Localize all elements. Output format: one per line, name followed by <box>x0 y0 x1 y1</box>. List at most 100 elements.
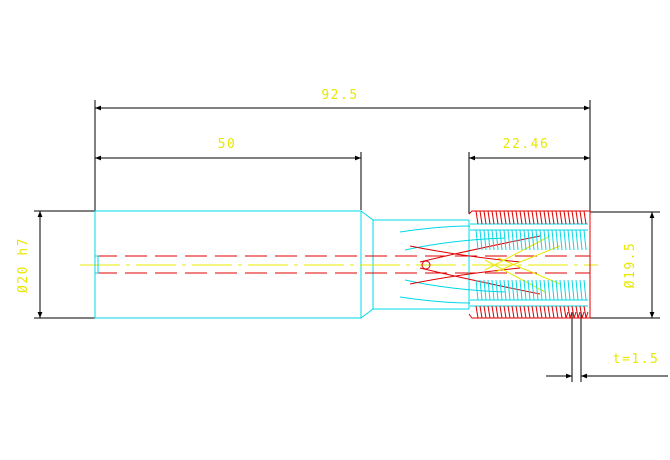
thread-tooth <box>507 229 511 251</box>
thread-tooth <box>511 279 515 301</box>
thread-tooth <box>539 305 543 319</box>
thread-tooth <box>551 305 555 319</box>
thread-tooth <box>491 229 495 251</box>
thread-tooth <box>491 279 495 301</box>
thread-tooth <box>519 210 523 225</box>
thread-tooth <box>535 229 539 251</box>
thread-tooth <box>583 210 587 225</box>
thread-tooth <box>527 229 531 251</box>
thread-tooth <box>531 210 535 225</box>
thread-tooth <box>511 305 515 319</box>
thread-tooth <box>535 210 539 225</box>
thread-tooth <box>555 210 559 225</box>
overall-length-label: 92.5 <box>321 88 358 103</box>
thread-tooth <box>563 229 567 251</box>
thread-tooth <box>579 210 583 225</box>
thread-tooth <box>503 305 507 319</box>
thread-tooth <box>559 210 563 225</box>
thread-tooth <box>483 305 487 319</box>
head-diameter-dimension <box>590 211 660 319</box>
shank-length-label: 50 <box>218 137 237 152</box>
thread-tooth <box>515 305 519 319</box>
thread-tooth <box>575 210 579 225</box>
thread-tooth <box>531 229 535 251</box>
thread-tooth <box>487 210 491 225</box>
thread-tooth <box>547 210 551 225</box>
thread-tooth <box>479 279 483 301</box>
thread-teeth <box>475 210 589 319</box>
thread-tooth <box>503 229 507 251</box>
thread-tooth <box>571 210 575 225</box>
thread-tooth <box>479 229 483 251</box>
thread-tooth <box>565 311 569 319</box>
thread-tooth <box>483 210 487 225</box>
thread-tooth <box>575 229 579 251</box>
thread-tooth <box>531 279 535 301</box>
thread-tooth <box>571 229 575 251</box>
thread-tooth <box>583 279 587 301</box>
thread-tooth <box>483 229 487 251</box>
thread-tooth <box>495 279 499 301</box>
thread-tooth <box>559 229 563 251</box>
thread-tooth <box>487 279 491 301</box>
thread-length-label: 22.46 <box>503 137 550 152</box>
pitch-label: t=1.5 <box>613 352 660 367</box>
thread-tooth <box>571 279 575 301</box>
thread-tooth <box>515 279 519 301</box>
thread-tooth <box>527 279 531 301</box>
thread-tooth <box>579 279 583 301</box>
pitch-dimension <box>546 312 668 382</box>
thread-tooth <box>519 279 523 301</box>
thread-tooth <box>523 305 527 319</box>
thread-tooth <box>495 210 499 225</box>
thread-tooth <box>491 305 495 319</box>
thread-tooth <box>567 279 571 301</box>
thread-tooth <box>567 305 571 319</box>
thread-tooth <box>579 305 583 319</box>
thread-tooth <box>475 305 479 319</box>
thread-tooth <box>523 229 527 251</box>
thread-tooth <box>551 210 555 225</box>
thread-tooth <box>543 305 547 319</box>
thread-tooth <box>575 305 579 319</box>
thread-tooth <box>475 210 479 225</box>
thread-tooth <box>551 229 555 251</box>
thread-tooth <box>479 210 483 225</box>
thread-tooth <box>563 210 567 225</box>
thread-tooth <box>555 279 559 301</box>
thread-tooth <box>563 305 567 319</box>
bore-entry <box>94 255 99 274</box>
thread-tooth <box>567 210 571 225</box>
thread-tooth <box>531 305 535 319</box>
thread-tooth <box>475 279 479 301</box>
thread-tooth <box>563 279 567 301</box>
thread-tooth <box>547 229 551 251</box>
shank-diameter-dimension <box>34 210 95 319</box>
thread-tooth <box>577 311 581 319</box>
thread-tooth <box>499 210 503 225</box>
thread-tooth <box>499 229 503 251</box>
thread-tooth <box>519 305 523 319</box>
thread-tooth <box>495 229 499 251</box>
thread-tooth <box>555 305 559 319</box>
thread-tooth <box>569 311 573 319</box>
thread-tooth <box>515 210 519 225</box>
thread-tooth <box>491 210 495 225</box>
overall-length-dimension <box>94 100 591 212</box>
thread-tooth <box>487 229 491 251</box>
thread-tooth <box>571 305 575 319</box>
shank-diameter-label: Ø20 h7 <box>16 237 31 293</box>
thread-tooth <box>483 279 487 301</box>
thread-tooth <box>511 210 515 225</box>
coolant-bore-hidden <box>95 255 590 274</box>
thread-tooth <box>507 279 511 301</box>
thread-tooth <box>559 305 563 319</box>
thread-tooth <box>543 210 547 225</box>
thread-tooth <box>519 229 523 251</box>
thread-tooth <box>573 311 577 319</box>
thread-tooth <box>507 305 511 319</box>
thread-tooth <box>523 210 527 225</box>
thread-tooth <box>503 279 507 301</box>
thread-tooth <box>555 229 559 251</box>
thread-tooth <box>583 305 587 319</box>
